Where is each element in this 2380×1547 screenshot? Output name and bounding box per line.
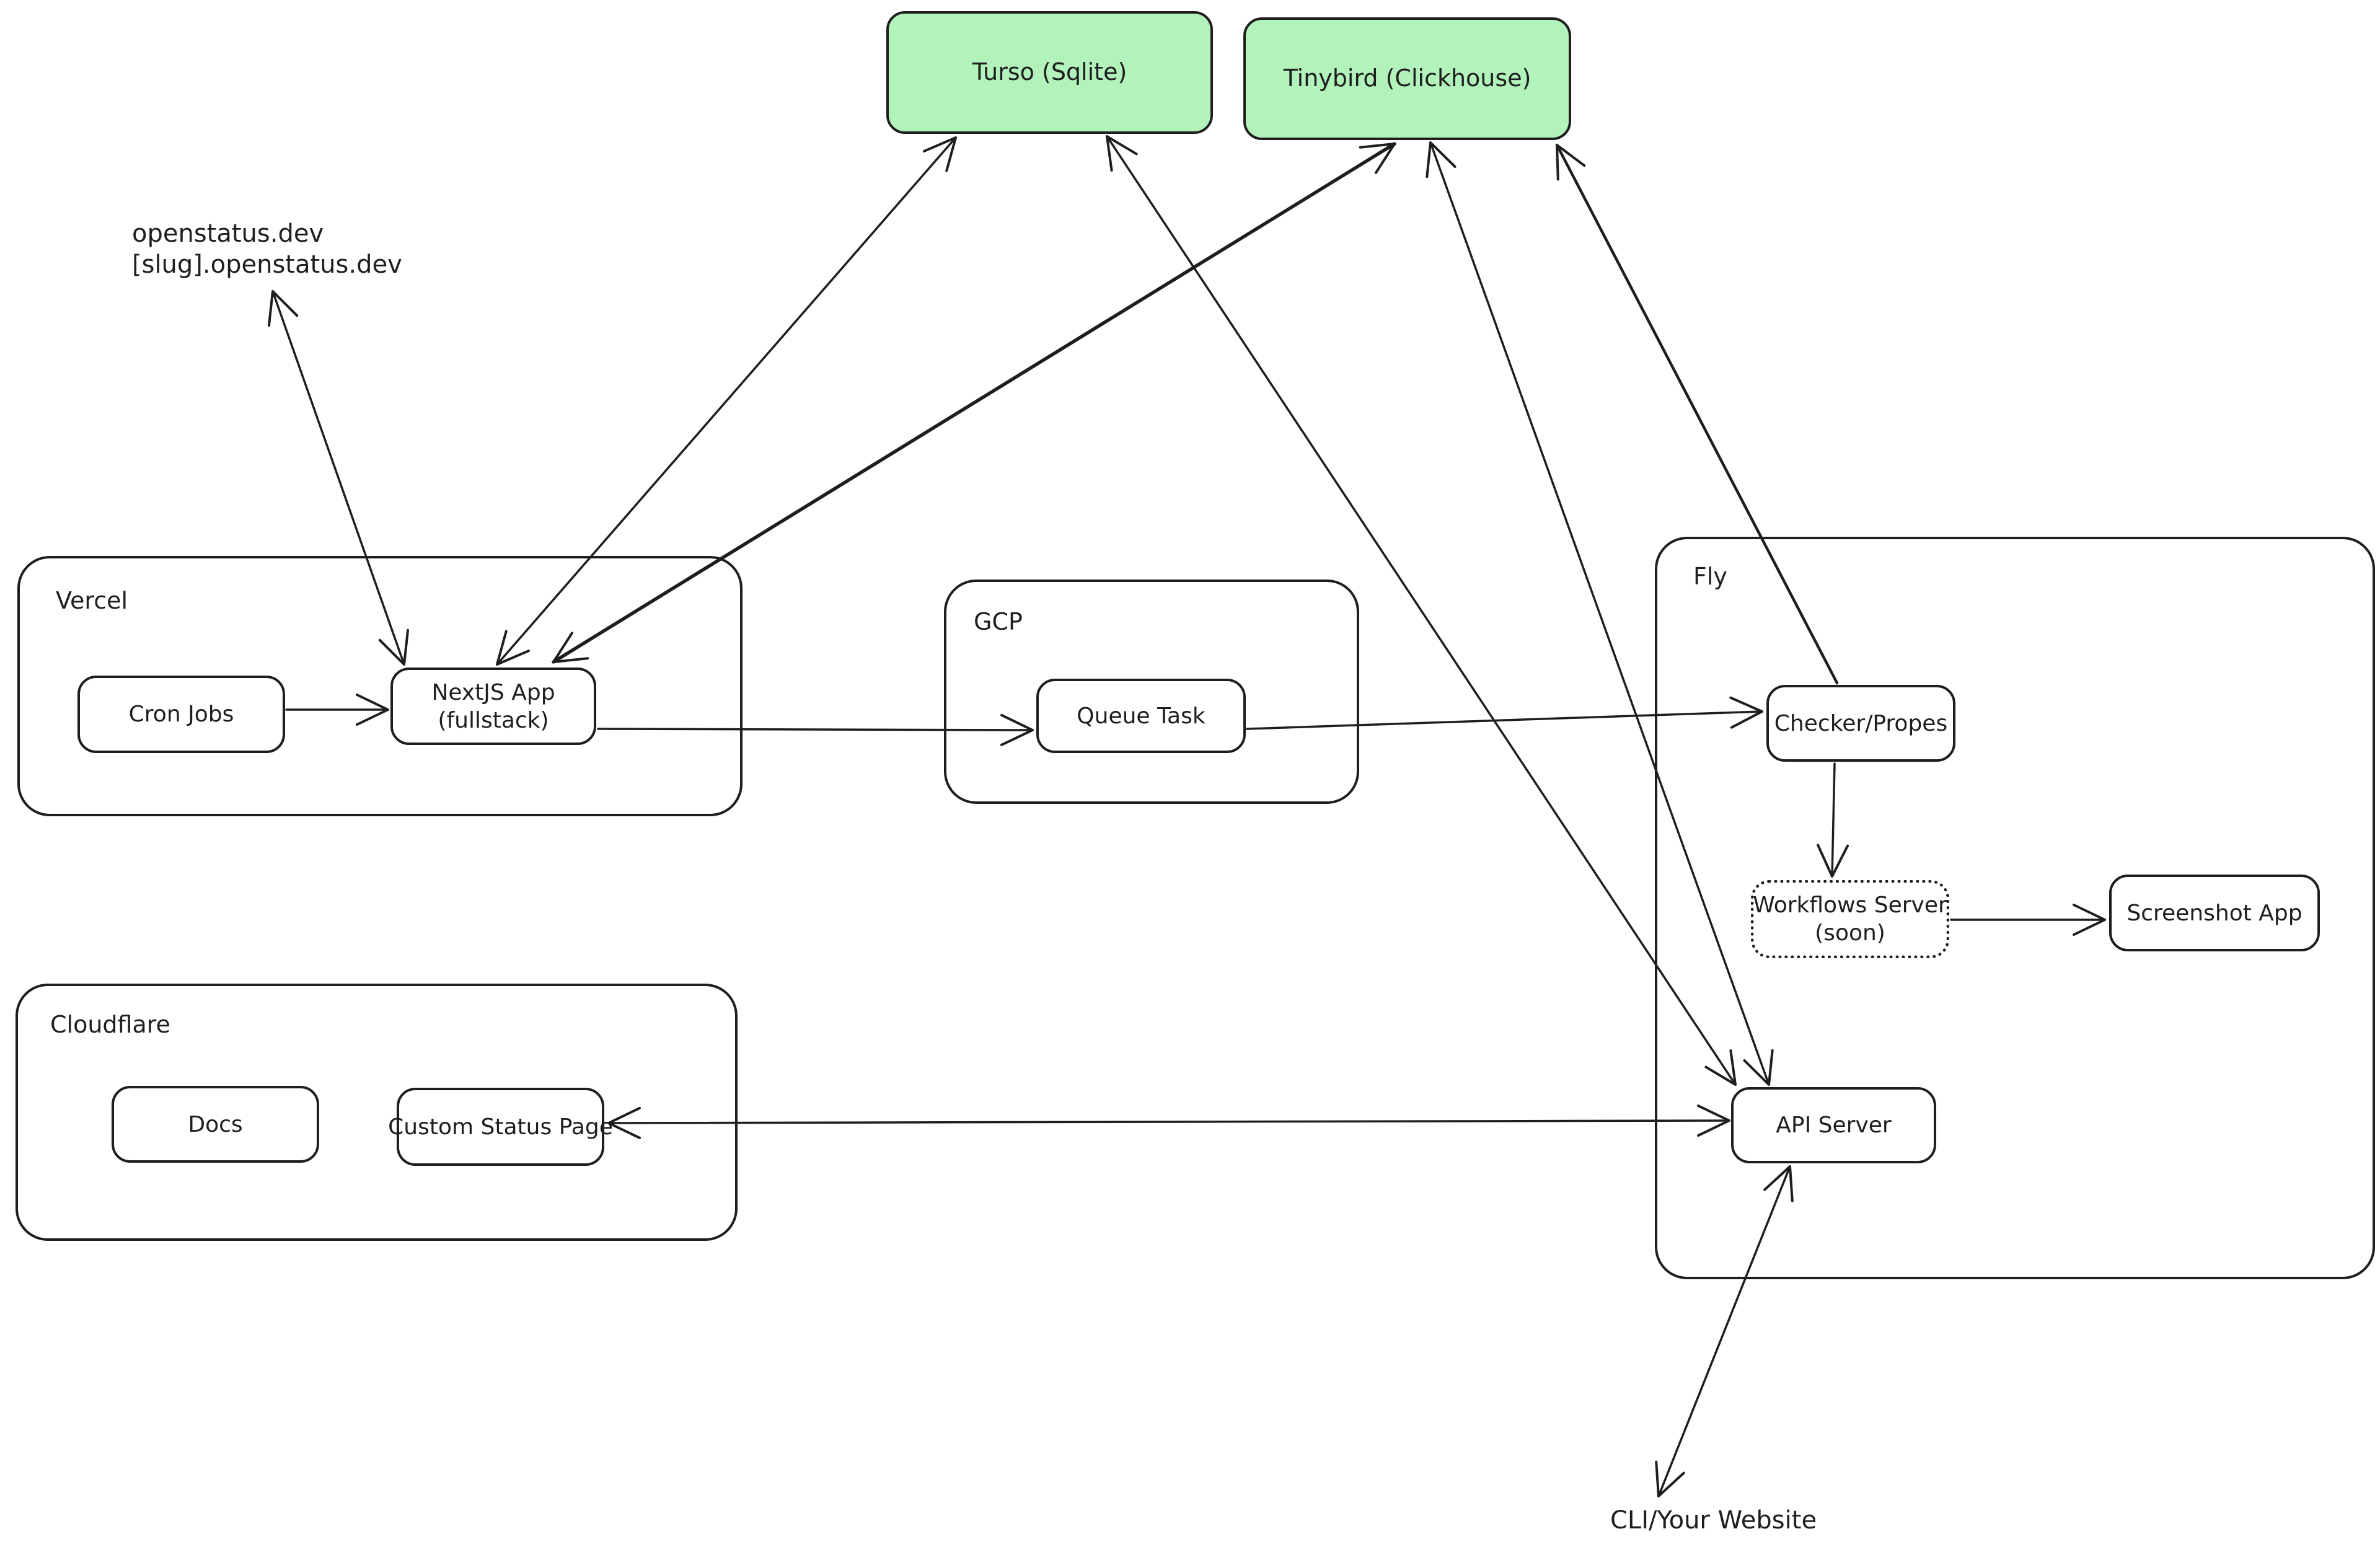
node-turso-sqlite: Turso (Sqlite) xyxy=(886,11,1213,134)
cli-annotation: CLI/Your Website xyxy=(1610,1505,1817,1536)
container-gcp-label: GCP xyxy=(974,608,1023,635)
node-workflows-server: Workflows Server (soon) xyxy=(1751,880,1949,958)
node-tinybird-clickhouse: Tinybird (Clickhouse) xyxy=(1243,17,1571,140)
node-workflows-server-label-line2: (soon) xyxy=(1815,920,1885,946)
edge-api-to-csp xyxy=(607,1104,1730,1139)
node-workflows-server-label-line1: Workflows Server xyxy=(1753,892,1947,918)
container-vercel-label: Vercel xyxy=(56,587,128,614)
node-api-server: API Server xyxy=(1731,1087,1936,1163)
node-nextjs-app-label-line1: NextJS App xyxy=(431,679,555,705)
node-screenshot-app: Screenshot App xyxy=(2109,875,2320,951)
node-api-server-label: API Server xyxy=(1776,1113,1892,1138)
node-custom-status-page-label: Custom Status Page xyxy=(388,1114,613,1140)
node-checker-propes-label: Checker/Propes xyxy=(1774,710,1948,736)
cli-annotation-label: CLI/Your Website xyxy=(1610,1506,1817,1535)
node-nextjs-app: NextJS App (fullstack) xyxy=(390,668,596,745)
node-nextjs-app-label-line2: (fullstack) xyxy=(438,707,549,733)
domains-line-2: [slug].openstatus.dev xyxy=(132,250,402,279)
node-custom-status-page: Custom Status Page xyxy=(388,1088,613,1166)
node-cron-jobs-label: Cron Jobs xyxy=(128,702,234,727)
domains-annotation: openstatus.dev [slug].openstatus.dev xyxy=(132,218,402,280)
container-fly-label: Fly xyxy=(1693,563,1727,590)
domains-line-1: openstatus.dev xyxy=(132,219,324,248)
node-cron-jobs: Cron Jobs xyxy=(77,676,285,753)
node-tinybird-label: Tinybird (Clickhouse) xyxy=(1283,64,1532,92)
container-cloudflare-label: Cloudflare xyxy=(50,1011,170,1038)
node-docs: Docs xyxy=(112,1086,319,1163)
node-queue-task-label: Queue Task xyxy=(1077,703,1205,729)
node-turso-label: Turso (Sqlite) xyxy=(972,58,1127,86)
node-screenshot-app-label: Screenshot App xyxy=(2127,900,2303,926)
node-docs-label: Docs xyxy=(188,1111,243,1137)
node-checker-propes: Checker/Propes xyxy=(1766,685,1955,762)
node-queue-task: Queue Task xyxy=(1036,679,1246,753)
